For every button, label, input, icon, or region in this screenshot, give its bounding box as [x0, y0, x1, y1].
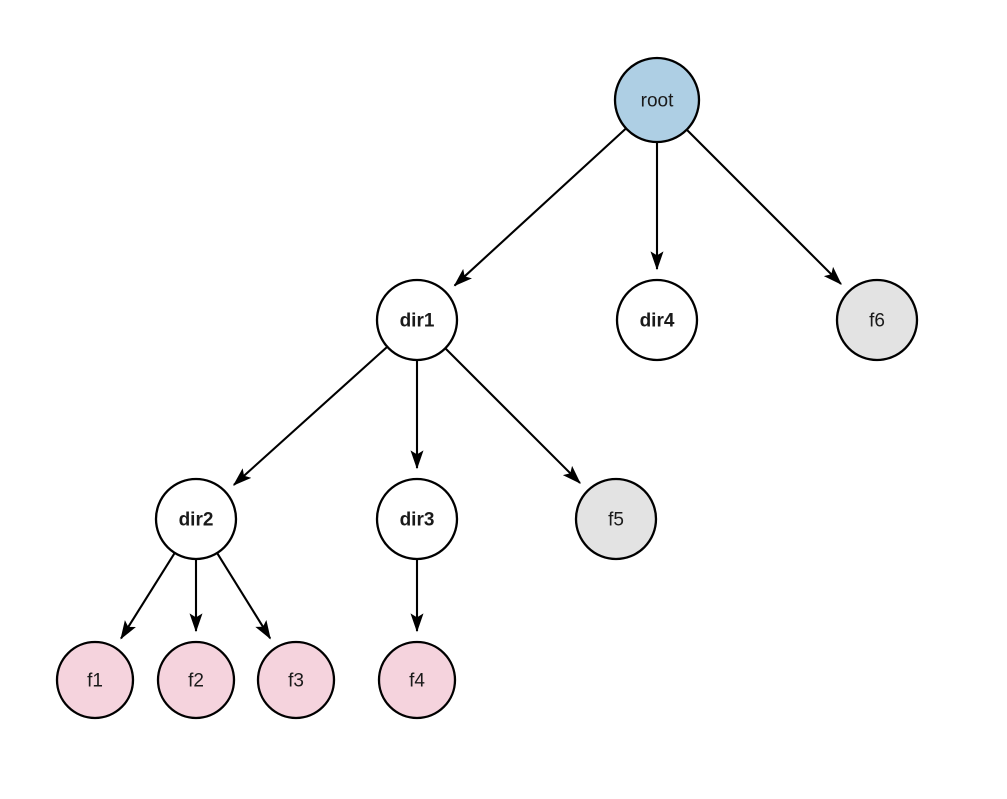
node-f3[interactable]: f3: [256, 640, 336, 720]
node-circle-f2[interactable]: [156, 640, 236, 720]
node-layer: root dir1 dir4 f6 dir2 dir3 f5 f1 f2 f3 f4: [55, 56, 919, 720]
node-circle-dir4[interactable]: [615, 278, 699, 362]
node-circle-dir2[interactable]: [154, 477, 238, 561]
node-label-f4: f4: [409, 671, 425, 692]
node-dir2[interactable]: dir2: [154, 477, 238, 561]
node-label-dir2: dir2: [179, 510, 214, 531]
node-circle-f5[interactable]: [574, 477, 658, 561]
edge-dir1-to-dir2: [232, 346, 388, 486]
node-circle-f6[interactable]: [835, 278, 919, 362]
node-root[interactable]: root: [613, 56, 701, 144]
node-f4[interactable]: f4: [377, 640, 457, 720]
node-label-f5: f5: [608, 510, 624, 531]
node-dir4[interactable]: dir4: [615, 278, 699, 362]
node-circle-dir1[interactable]: [375, 278, 459, 362]
edge-dir2-to-f3: [216, 552, 272, 640]
node-circle-f4[interactable]: [377, 640, 457, 720]
node-f2[interactable]: f2: [156, 640, 236, 720]
node-dir3[interactable]: dir3: [375, 477, 459, 561]
edge-root-to-dir1: [453, 127, 627, 287]
node-label-f2: f2: [188, 671, 204, 692]
edge-layer: [120, 127, 842, 640]
node-label-dir3: dir3: [400, 510, 435, 531]
node-f6[interactable]: f6: [835, 278, 919, 362]
node-label-dir1: dir1: [400, 311, 435, 332]
edge-dir1-to-f5: [444, 347, 581, 484]
node-label-root: root: [641, 91, 674, 112]
node-circle-root[interactable]: [613, 56, 701, 144]
node-f1[interactable]: f1: [55, 640, 135, 720]
node-dir1[interactable]: dir1: [375, 278, 459, 362]
node-label-f6: f6: [869, 311, 885, 332]
node-label-f3: f3: [288, 671, 304, 692]
node-label-f1: f1: [87, 671, 103, 692]
node-f5[interactable]: f5: [574, 477, 658, 561]
node-label-dir4: dir4: [640, 311, 675, 332]
node-circle-dir3[interactable]: [375, 477, 459, 561]
edge-dir2-to-f1: [120, 552, 176, 640]
node-circle-f1[interactable]: [55, 640, 135, 720]
node-circle-f3[interactable]: [256, 640, 336, 720]
edge-root-to-f6: [686, 129, 842, 285]
